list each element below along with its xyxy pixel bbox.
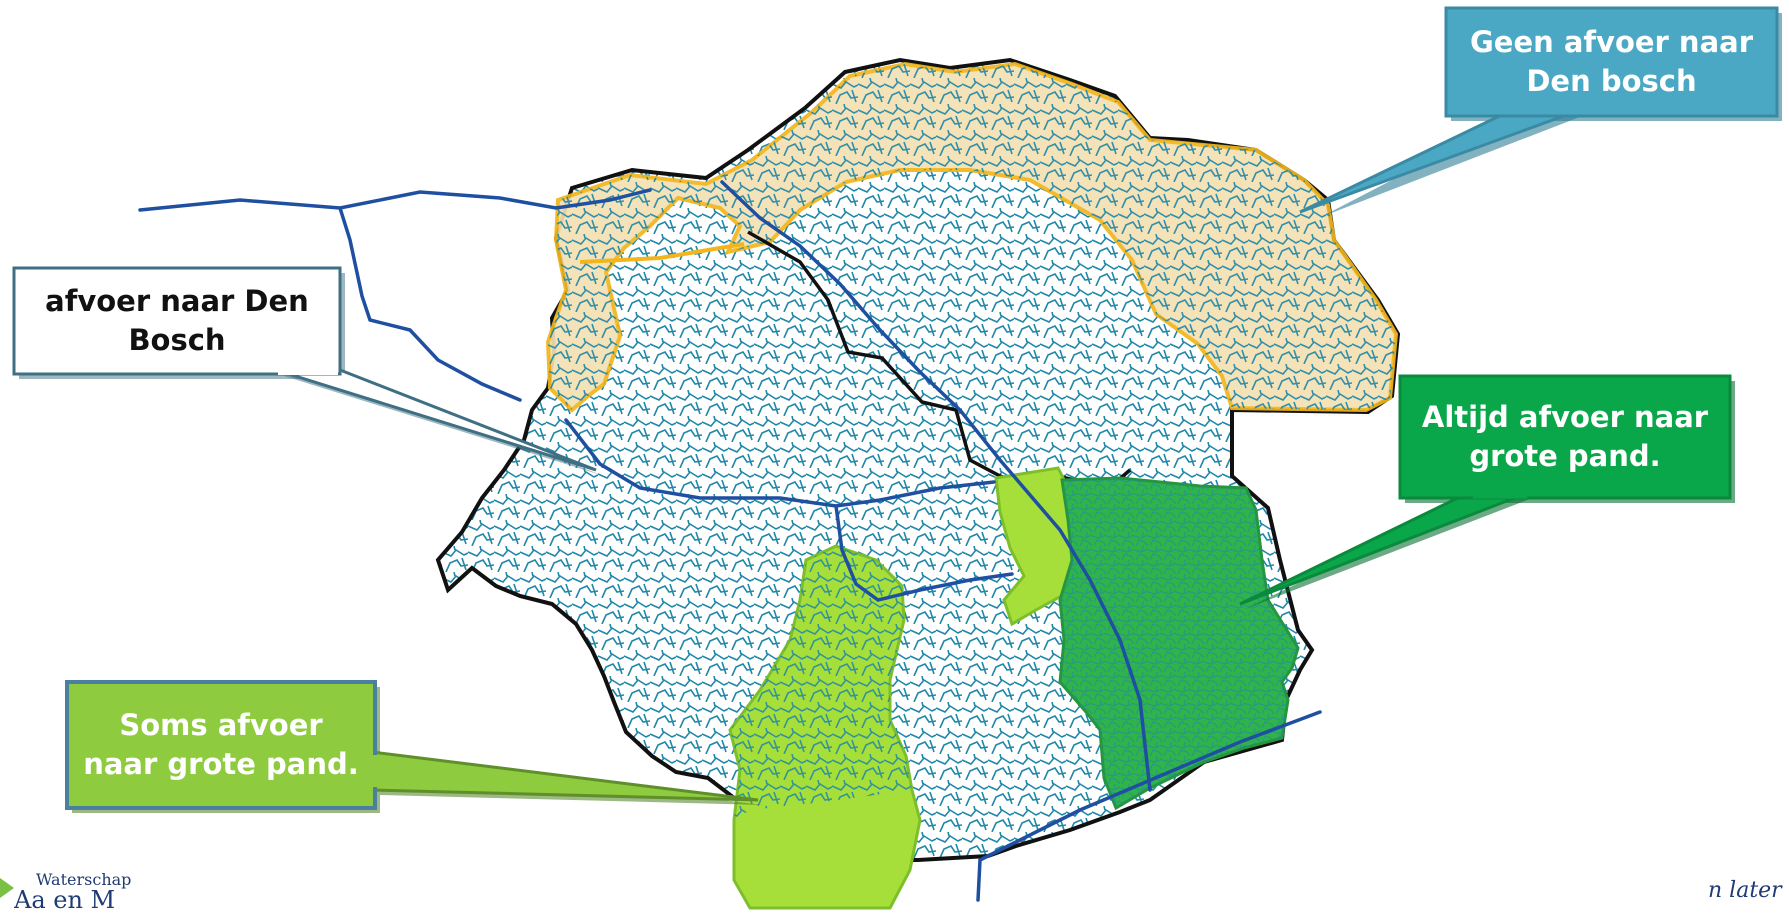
callout-label-altijd-afvoer: Altijd afvoer naar grote pand. xyxy=(1421,399,1709,473)
logo-line-1: Waterschap xyxy=(36,870,132,889)
callout-altijd-afvoer xyxy=(1239,374,1735,609)
zone-divider xyxy=(579,242,745,264)
main-rivers xyxy=(138,180,1322,902)
waterschap-logo-mark-icon xyxy=(0,878,14,898)
callout-label-afvoer-den-bosch: afvoer naar Den Bosch xyxy=(45,283,309,357)
logo-line-2: Aa en Maa xyxy=(14,886,114,914)
footer-text-right: n later xyxy=(1708,878,1782,903)
callout-soms-afvoer xyxy=(65,680,763,813)
dark-green-zone-east-streams xyxy=(1060,478,1298,808)
light-green-zone-south-streams xyxy=(730,546,912,820)
beige-zone-north-streams xyxy=(548,64,1396,410)
callout-afvoer-den-bosch xyxy=(12,266,601,475)
callout-geen-afvoer xyxy=(1299,6,1782,217)
callout-label-geen-afvoer: Geen afvoer naar Den bosch xyxy=(1469,24,1754,98)
callout-label-soms-afvoer: Soms afvoer naar grote pand. xyxy=(83,707,359,781)
